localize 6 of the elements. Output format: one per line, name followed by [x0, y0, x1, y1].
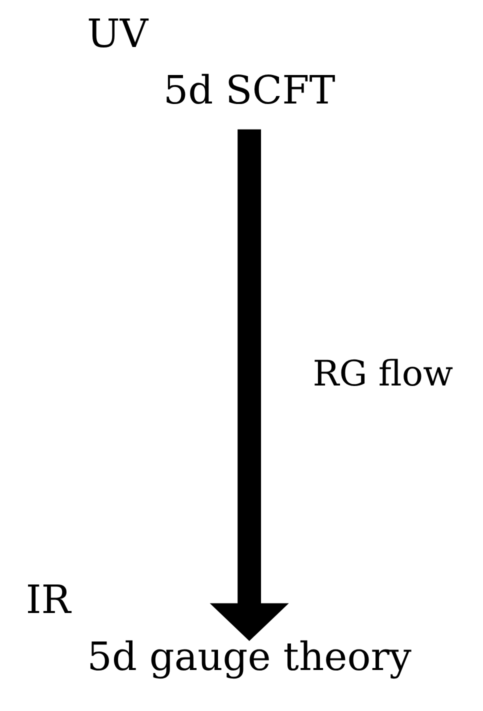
edge-label: RG flow: [312, 354, 454, 395]
arrow: [210, 129, 289, 641]
node-text: 5d gauge theory: [87, 634, 412, 680]
node-label: IR: [26, 578, 71, 624]
node-label: UV: [86, 12, 148, 58]
node-text: 5d SCFT: [163, 68, 336, 114]
